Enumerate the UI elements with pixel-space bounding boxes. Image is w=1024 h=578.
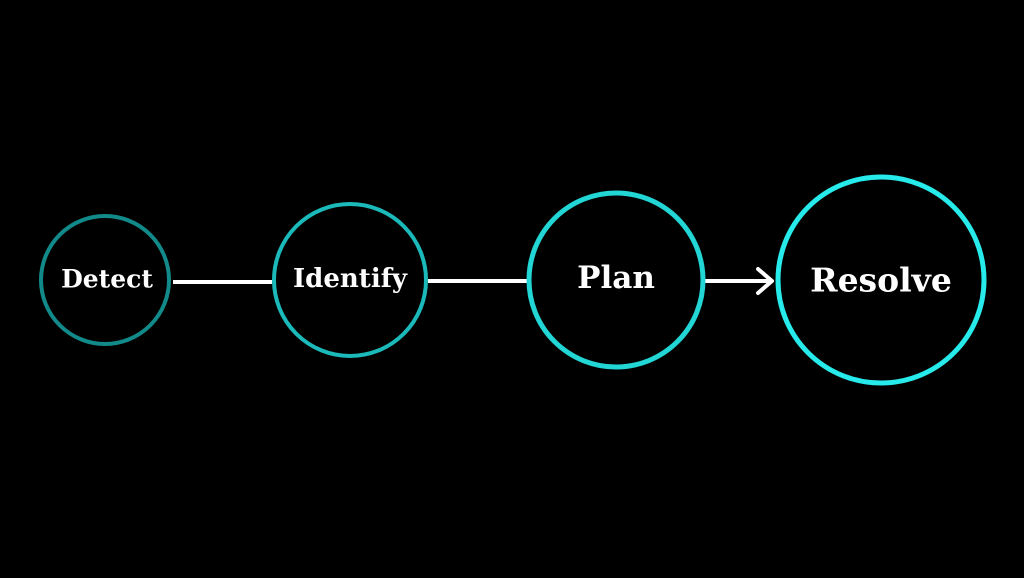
step-identify-label: Identify <box>293 264 408 294</box>
step-resolve: Resolve <box>775 174 987 386</box>
step-plan: Plan <box>526 190 706 370</box>
step-plan-label: Plan <box>577 260 655 296</box>
step-detect: Detect <box>39 214 171 346</box>
arrowhead-icon <box>756 267 774 295</box>
step-identify-ring <box>272 202 428 358</box>
step-resolve-label: Resolve <box>810 261 952 300</box>
step-resolve-ring <box>775 174 987 386</box>
step-plan-ring <box>526 190 706 370</box>
step-identify: Identify <box>272 202 428 358</box>
step-detect-label: Detect <box>61 265 153 294</box>
step-detect-ring <box>39 214 171 346</box>
